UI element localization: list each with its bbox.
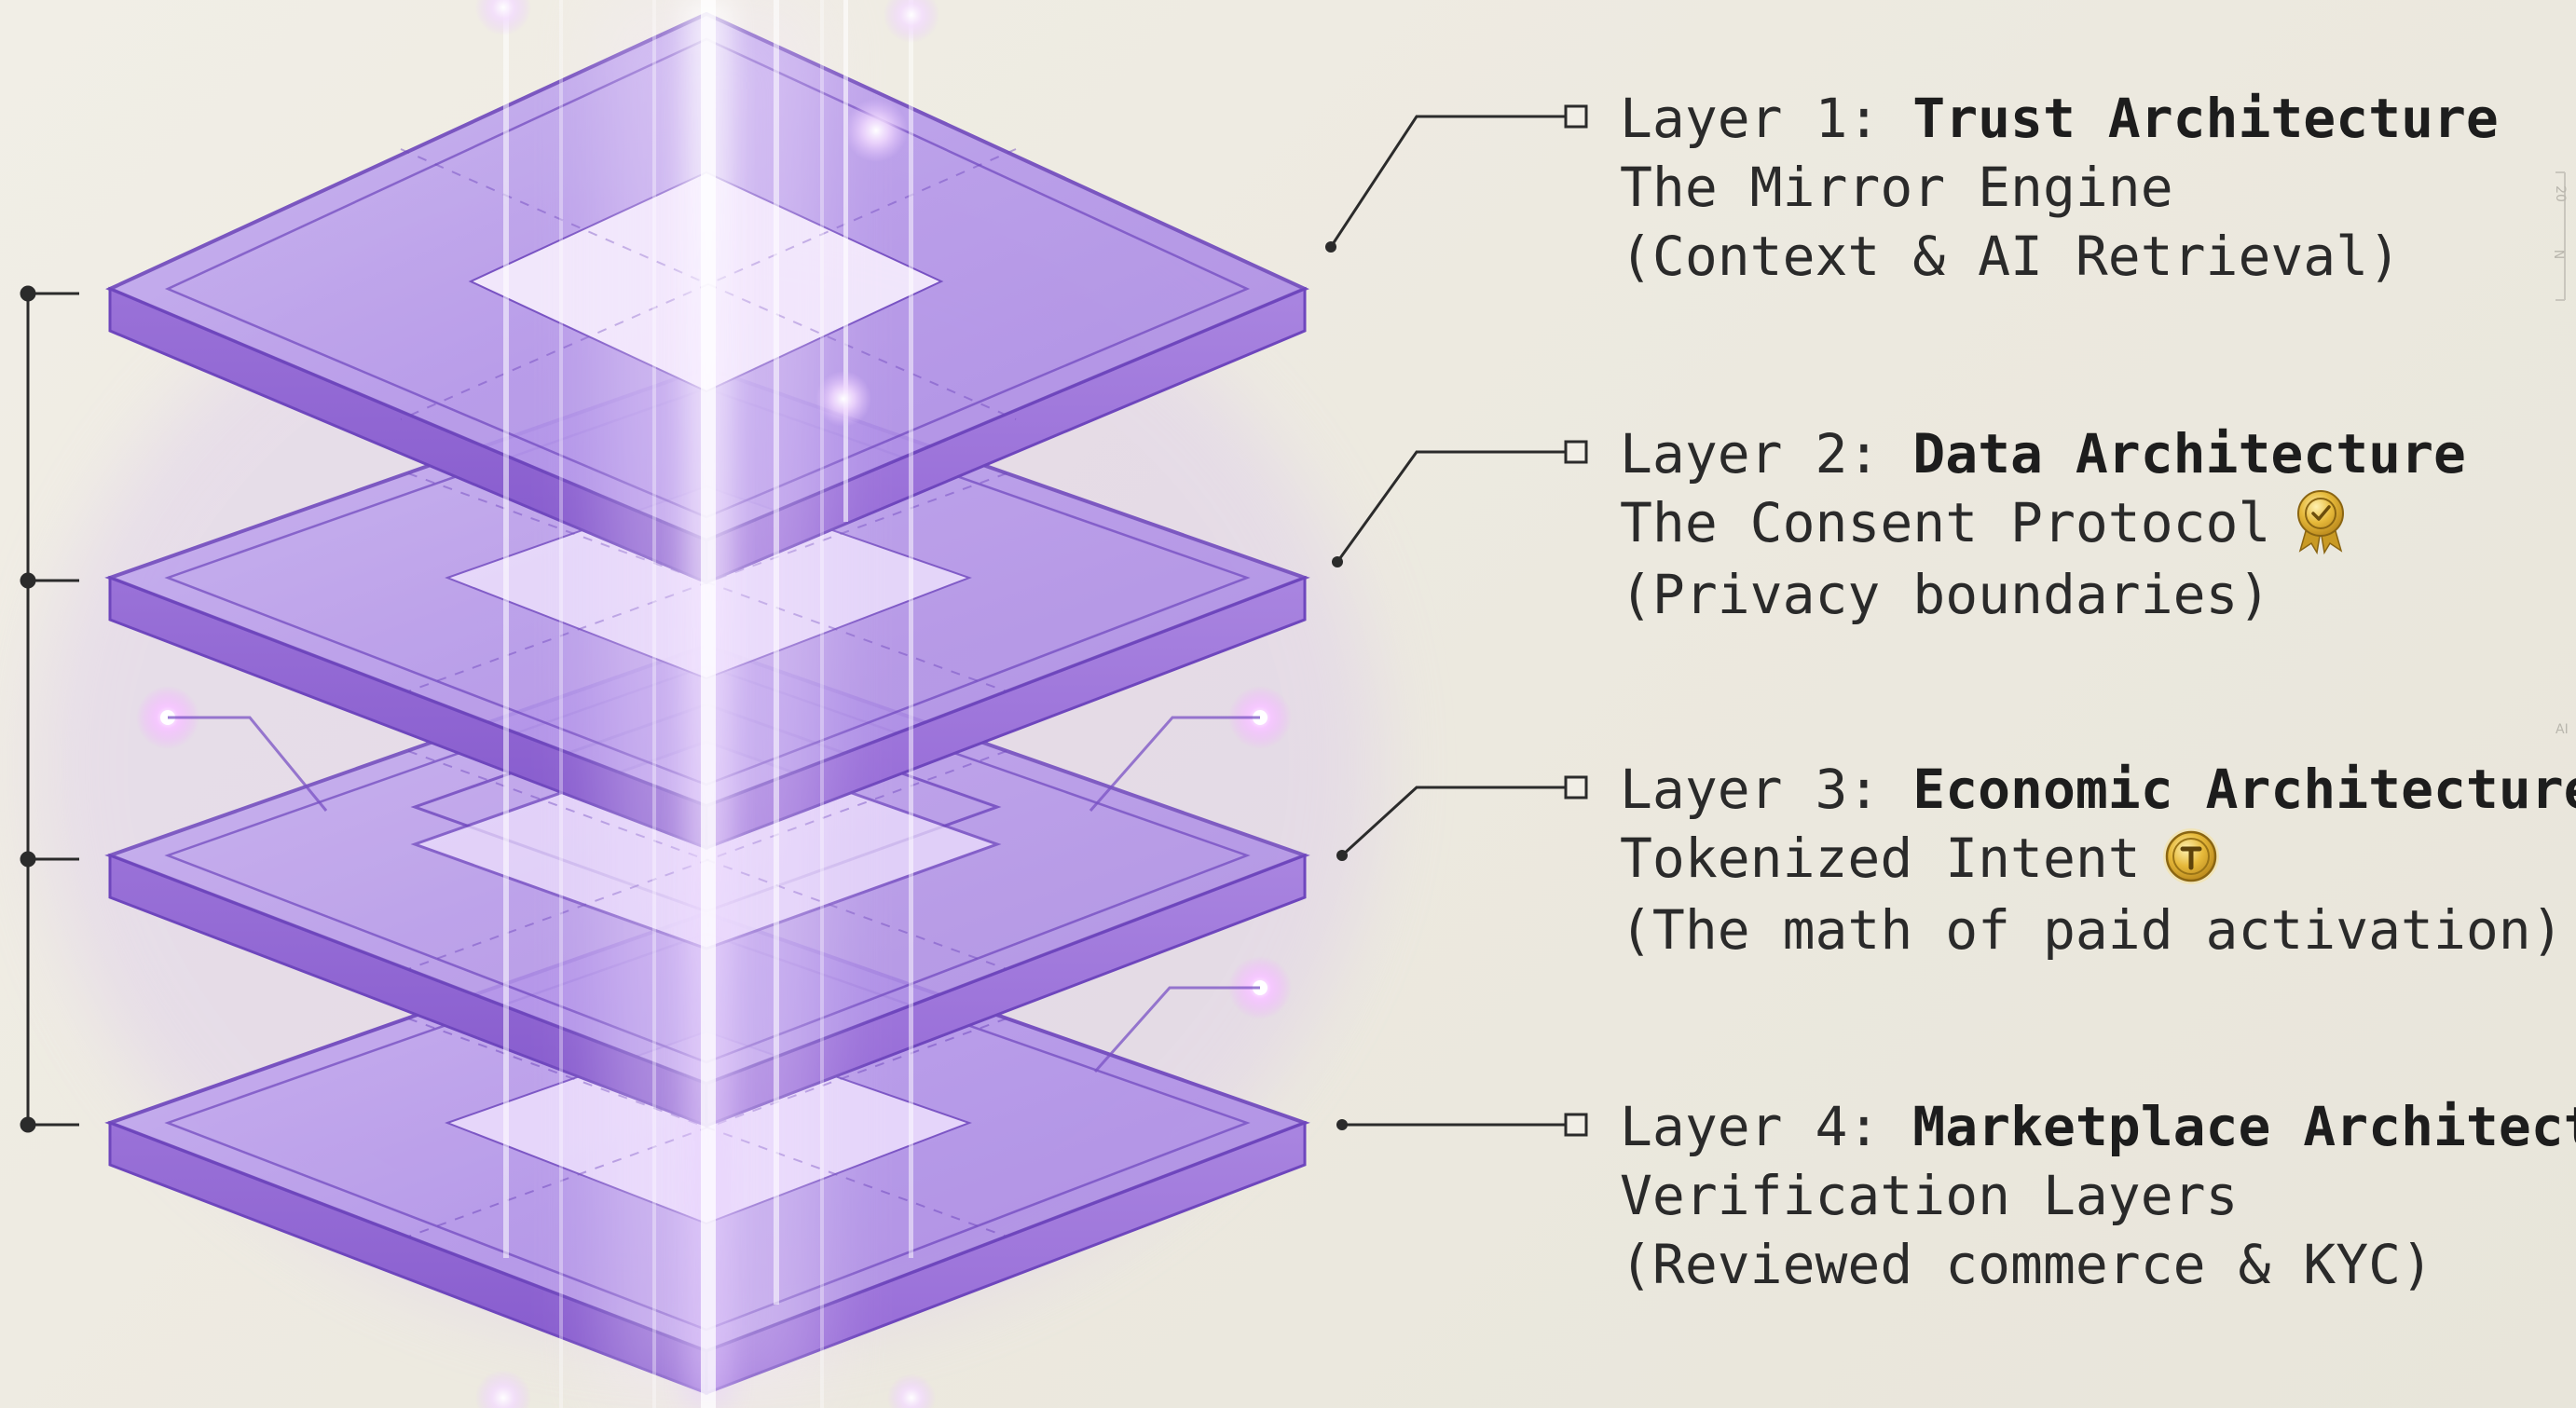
layer-3-subtitle-row: Tokenized Intent <box>1620 824 2576 895</box>
layer-4-label: Layer 4: Marketplace Architecture Verifi… <box>1620 1092 2576 1299</box>
layer-3-label: Layer 3: Economic Architecture Tokenized… <box>1620 755 2576 964</box>
layer-2-label: Layer 2: Data Architecture The Consent P… <box>1620 419 2466 629</box>
layer-1-description: (Context & AI Retrieval) <box>1620 225 2402 288</box>
layer-1-label: Layer 1: Trust Architecture The Mirror E… <box>1620 84 2499 291</box>
layer-2-title: Layer 2: Data Architecture <box>1620 419 2466 488</box>
award-ribbon-icon <box>2297 489 2345 554</box>
edge-mark-middle: N <box>2551 249 2567 260</box>
layer-1-prefix: Layer 1: <box>1620 87 1913 150</box>
leader-lines <box>1329 115 1566 1127</box>
leader-squares <box>1564 104 1588 1137</box>
leader-endpoints <box>1325 241 1348 1130</box>
layer-3-prefix: Layer 3: <box>1620 758 1913 821</box>
layer-3-title: Layer 3: Economic Architecture <box>1620 755 2576 824</box>
layer-2-name: Data Architecture <box>1912 422 2466 485</box>
left-bracket <box>20 285 79 1133</box>
edge-mark-lower: AI <box>2555 722 2569 737</box>
light-beams <box>503 0 913 1408</box>
layer-2-prefix: Layer 2: <box>1620 422 1913 485</box>
layer-4-title: Layer 4: Marketplace Architecture <box>1620 1092 2576 1161</box>
layer-4-name: Marketplace Architecture <box>1912 1095 2576 1158</box>
layer-2-subtitle-row: The Consent Protocol <box>1620 488 2466 560</box>
layer-3-subtitle: Tokenized Intent <box>1620 827 2141 890</box>
circuit-traces <box>168 716 1260 1073</box>
layer-3-name: Economic Architecture <box>1912 758 2576 821</box>
layer-1-subtitle: The Mirror Engine <box>1620 156 2173 219</box>
layer-1-title: Layer 1: Trust Architecture <box>1620 84 2499 153</box>
layer-4-subtitle: Verification Layers <box>1620 1164 2239 1227</box>
layer-4-prefix: Layer 4: <box>1620 1095 1913 1158</box>
layer-2-description: (Privacy boundaries) <box>1620 562 2271 626</box>
edge-ruler-marks <box>2555 171 2566 301</box>
layer-4-description: (Reviewed commerce & KYC) <box>1620 1233 2433 1296</box>
edge-mark-top: 20 <box>2552 185 2568 202</box>
layer-2-subtitle: The Consent Protocol <box>1620 491 2271 554</box>
layer-3-description: (The math of paid activation) <box>1620 897 2564 962</box>
layer-1-name: Trust Architecture <box>1912 87 2499 150</box>
gold-token-coin-icon <box>2162 827 2219 884</box>
